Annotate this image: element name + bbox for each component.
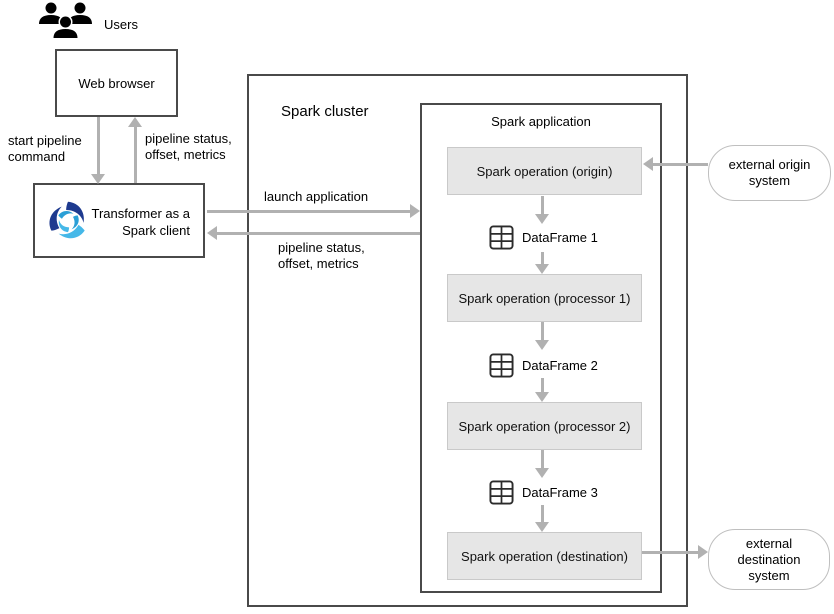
arrow-browser-to-transformer-head bbox=[91, 174, 105, 184]
spark-operation-origin: Spark operation (origin) bbox=[447, 147, 642, 195]
pipeline-status-return-label: pipeline status, offset, metrics bbox=[278, 240, 365, 271]
dataframe-2-label: DataFrame 2 bbox=[522, 358, 598, 373]
transformer-logo-icon bbox=[49, 201, 85, 239]
dataframe-2-icon bbox=[489, 353, 514, 378]
spark-operation-processor-2: Spark operation (processor 2) bbox=[447, 402, 642, 450]
arrow-processor1-to-dataframe2-head bbox=[535, 340, 549, 350]
spark-operation-destination-label: Spark operation (destination) bbox=[461, 548, 628, 564]
external-destination-system: external destination system bbox=[708, 529, 830, 590]
arrow-launch-application-head bbox=[410, 204, 420, 218]
spark-operation-destination: Spark operation (destination) bbox=[447, 532, 642, 580]
spark-application-title: Spark application bbox=[491, 114, 591, 129]
arrow-external-origin-line bbox=[653, 163, 708, 166]
arrow-origin-to-dataframe1-head bbox=[535, 214, 549, 224]
arrow-dataframe1-to-processor1-line bbox=[541, 252, 544, 264]
external-destination-system-label: external destination system bbox=[737, 535, 801, 583]
arrow-external-destination-line bbox=[642, 551, 698, 554]
dataframe-1-label: DataFrame 1 bbox=[522, 230, 598, 245]
spark-operation-origin-label: Spark operation (origin) bbox=[476, 163, 613, 179]
arrow-processor2-to-dataframe3-head bbox=[535, 468, 549, 478]
users-label: Users bbox=[104, 17, 138, 32]
arrow-origin-to-dataframe1-line bbox=[541, 196, 544, 214]
arrow-transformer-to-browser-line bbox=[134, 127, 137, 183]
external-origin-system: external origin system bbox=[708, 145, 831, 201]
dataframe-3-icon bbox=[489, 480, 514, 505]
arrow-processor1-to-dataframe2-line bbox=[541, 322, 544, 340]
dataframe-1-icon bbox=[489, 225, 514, 250]
arrow-processor2-to-dataframe3-line bbox=[541, 450, 544, 468]
arrow-dataframe3-to-destination-line bbox=[541, 505, 544, 522]
web-browser-box: Web browser bbox=[55, 49, 178, 117]
dataframe-3-label: DataFrame 3 bbox=[522, 485, 598, 500]
users-icon bbox=[39, 2, 92, 40]
arrow-dataframe1-to-processor1-head bbox=[535, 264, 549, 274]
spark-operation-processor-1: Spark operation (processor 1) bbox=[447, 274, 642, 322]
arrow-dataframe2-to-processor2-head bbox=[535, 392, 549, 402]
spark-cluster-title: Spark cluster bbox=[281, 103, 369, 120]
external-origin-system-label: external origin system bbox=[728, 157, 811, 188]
transformer-box: Transformer as a Spark client bbox=[33, 183, 205, 258]
arrow-transformer-to-browser-head bbox=[128, 117, 142, 127]
pipeline-status-up-label: pipeline status, offset, metrics bbox=[145, 131, 232, 162]
start-pipeline-label: start pipeline command bbox=[8, 133, 82, 164]
arrow-dataframe3-to-destination-head bbox=[535, 522, 549, 532]
spark-operation-processor-2-label: Spark operation (processor 2) bbox=[458, 418, 631, 434]
transformer-label: Transformer as a Spark client bbox=[91, 206, 191, 238]
spark-operation-processor-1-label: Spark operation (processor 1) bbox=[458, 290, 631, 306]
launch-application-label: launch application bbox=[264, 189, 369, 204]
arrow-external-origin-head bbox=[643, 157, 653, 171]
web-browser-label: Web browser bbox=[78, 75, 155, 91]
arrow-external-destination-head bbox=[698, 545, 708, 559]
arrow-pipeline-status-return-head bbox=[207, 226, 217, 240]
arrow-browser-to-transformer-line bbox=[97, 117, 100, 174]
arrow-launch-application-line bbox=[207, 210, 410, 213]
arrow-dataframe2-to-processor2-line bbox=[541, 378, 544, 392]
arrow-pipeline-status-return-line bbox=[217, 232, 420, 235]
